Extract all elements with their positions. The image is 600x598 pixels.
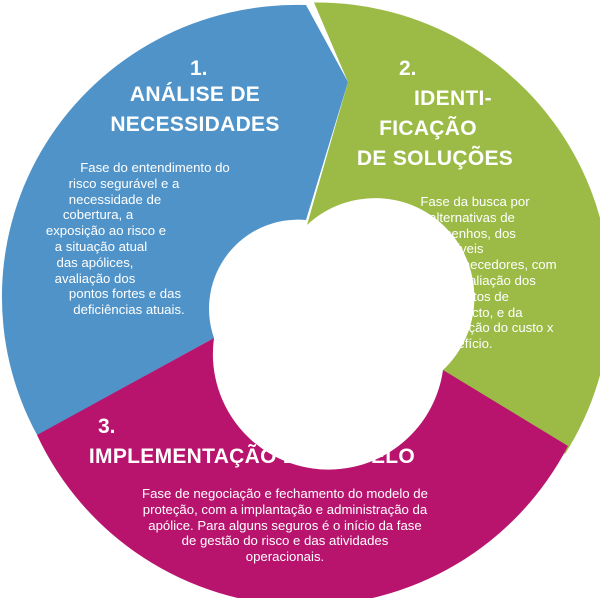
stage-3-description-line: Fase de negociação e fechamento do model… [142, 486, 428, 501]
stage-2-title-line: DE SOLUÇÕES [356, 147, 514, 170]
stage-1-description-line: pontos fortes e das [68, 286, 182, 302]
stage-2-description-line: impacto, e da [443, 304, 523, 320]
stage-3-description-line: de gestão do risco e das atividades [181, 533, 389, 549]
stage-1-description-line: necessidade de [68, 191, 162, 207]
stage-2-description-line: fornecedores, com [447, 257, 557, 273]
stage-2-description-line: relação do custo x [446, 320, 554, 336]
stage-3-title-line: IMPLEMENTAÇÃO DO MODELO [88, 445, 416, 468]
stage-1-description-line: avaliação dos [54, 270, 136, 286]
stage-2-number: 2. [399, 57, 417, 80]
stage-2-title: IDENTI- FICAÇÃO DE SOLUÇÕES [330, 84, 540, 174]
stage-1-description-line: risco segurável e a [68, 175, 180, 191]
stage-2-description-line: a avaliação dos [444, 272, 536, 288]
stage-3-description: Fase de negociação e fechamento do model… [95, 486, 475, 565]
stage-1-description-line: das apólices, [56, 254, 134, 270]
stage-3-description-line: apólice. Para alguns seguros é o início … [148, 517, 422, 533]
stage-2-description-line: desenhos, dos [430, 225, 516, 241]
stage-1-description-line: deficiências atuais. [73, 302, 185, 318]
stage-2-description-line: pontos de [451, 288, 509, 304]
stage-1-description-line: Fase do entendimento do [80, 160, 230, 175]
stage-2-title-line: FICAÇÃO [379, 117, 477, 140]
stage-2-title-line: IDENTI- [414, 87, 492, 110]
stage-3-description-line: operacionais. [245, 549, 325, 565]
segment-3-implementacao-shape [37, 338, 568, 598]
stage-1-description-line: cobertura, a [62, 207, 134, 223]
stage-1-description-line: a situação atual [54, 238, 148, 254]
stage-2-description-line: possíveis [428, 241, 484, 257]
stage-3-title: IMPLEMENTAÇÃO DO MODELO [62, 442, 442, 472]
stage-1-number: 1. [190, 57, 208, 80]
stage-1-title-line: ANÁLISE DE [129, 83, 261, 106]
stage-1-title-line: NECESSIDADES [110, 113, 280, 136]
stage-1-title: ANÁLISE DE NECESSIDADES [100, 80, 290, 140]
stage-1-description: Fase do entendimento do risco segurável … [8, 160, 248, 318]
stage-3-number: 3. [98, 415, 116, 438]
stage-2-description-line: benefício. [435, 336, 493, 352]
segment-1-analise-shape [1, 4, 349, 436]
stage-1-description-line: exposição ao risco e [45, 223, 167, 239]
stage-2-description-line: alternativas de [429, 209, 515, 225]
stage-2-description-line: Fase da busca por [420, 194, 530, 209]
segment-2-identificacao-shape [307, 2, 600, 454]
stage-3-description-line: proteção, com a implantação e administra… [142, 501, 428, 517]
stage-2-description: Fase da busca por alternativas de desenh… [380, 194, 600, 352]
